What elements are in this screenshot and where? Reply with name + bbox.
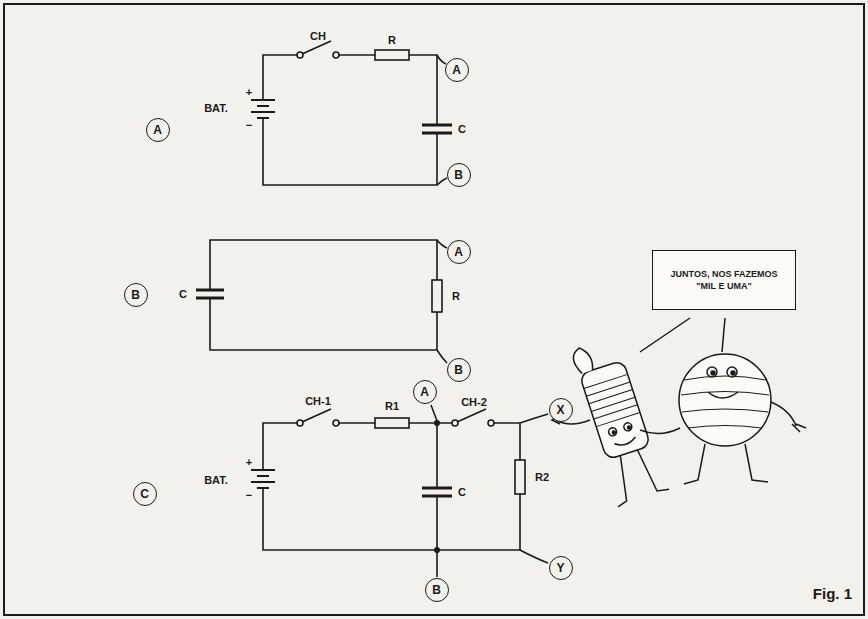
figure-caption: Fig. 1: [813, 585, 852, 602]
terminal-circle: B: [425, 578, 449, 602]
capacitor-symbol: [422, 488, 452, 496]
terminal-letter: B: [454, 169, 463, 181]
terminal-circle: B: [124, 283, 148, 307]
terminal-circle: B: [447, 163, 471, 187]
component-label: BAT.: [204, 102, 228, 114]
holding-arms: [640, 428, 680, 434]
speech-bubble: JUNTOS, NOS FAZEMOS "MIL E UMA": [652, 250, 796, 310]
terminal-circle: A: [146, 118, 170, 142]
terminal-letter: A: [452, 64, 461, 76]
capacitor-character: [568, 335, 670, 507]
junction-dot: [434, 547, 440, 553]
resistor-symbol: [375, 50, 409, 60]
terminal-circle: B: [447, 358, 471, 382]
frame: [4, 4, 864, 615]
circuit-a: [251, 41, 452, 185]
component-label: C: [458, 486, 466, 498]
component-label: C: [179, 288, 187, 300]
terminal-letter: A: [454, 246, 463, 258]
component-label: C: [458, 123, 466, 135]
component-label: R2: [535, 471, 549, 483]
component-label: R: [452, 290, 460, 302]
resistor-symbol: [375, 418, 409, 428]
terminal-circle: A: [447, 240, 471, 264]
component-label: CH-1: [305, 395, 331, 407]
terminal-circle: A: [413, 380, 437, 404]
terminal-circle: Y: [549, 556, 573, 580]
component-label: −: [246, 119, 252, 131]
capacitor-symbol: [196, 290, 224, 298]
resistor-character: [679, 354, 806, 484]
terminal-circle: X: [549, 398, 573, 422]
terminal-circle: C: [133, 482, 157, 506]
terminal-letter: C: [140, 488, 149, 500]
capacitor-symbol: [422, 125, 452, 133]
terminal-letter: A: [420, 386, 429, 398]
circuit-c: [251, 405, 548, 577]
component-label: +: [246, 456, 252, 468]
speech-pointers: [640, 318, 725, 352]
junction-dot: [434, 420, 440, 426]
battery-symbol: [251, 470, 275, 488]
component-label: BAT.: [204, 474, 228, 486]
terminal-letter: Y: [556, 562, 564, 574]
resistor-symbol: [432, 280, 442, 312]
speech-text: JUNTOS, NOS FAZEMOS "MIL E UMA": [661, 268, 787, 292]
terminal-letter: A: [153, 124, 162, 136]
terminal-circle: A: [445, 58, 469, 82]
terminal-letter: B: [131, 289, 140, 301]
component-label: CH: [310, 30, 326, 42]
component-label: R: [388, 34, 396, 46]
component-label: −: [246, 489, 252, 501]
terminal-letter: X: [556, 404, 564, 416]
resistor-symbol: [515, 460, 525, 494]
battery-symbol: [251, 100, 275, 118]
component-label: CH-2: [461, 396, 487, 408]
component-label: R1: [385, 400, 399, 412]
component-label: +: [246, 86, 252, 98]
terminal-letter: B: [454, 364, 463, 376]
circuit-b: [196, 240, 447, 363]
terminal-letter: B: [432, 584, 441, 596]
